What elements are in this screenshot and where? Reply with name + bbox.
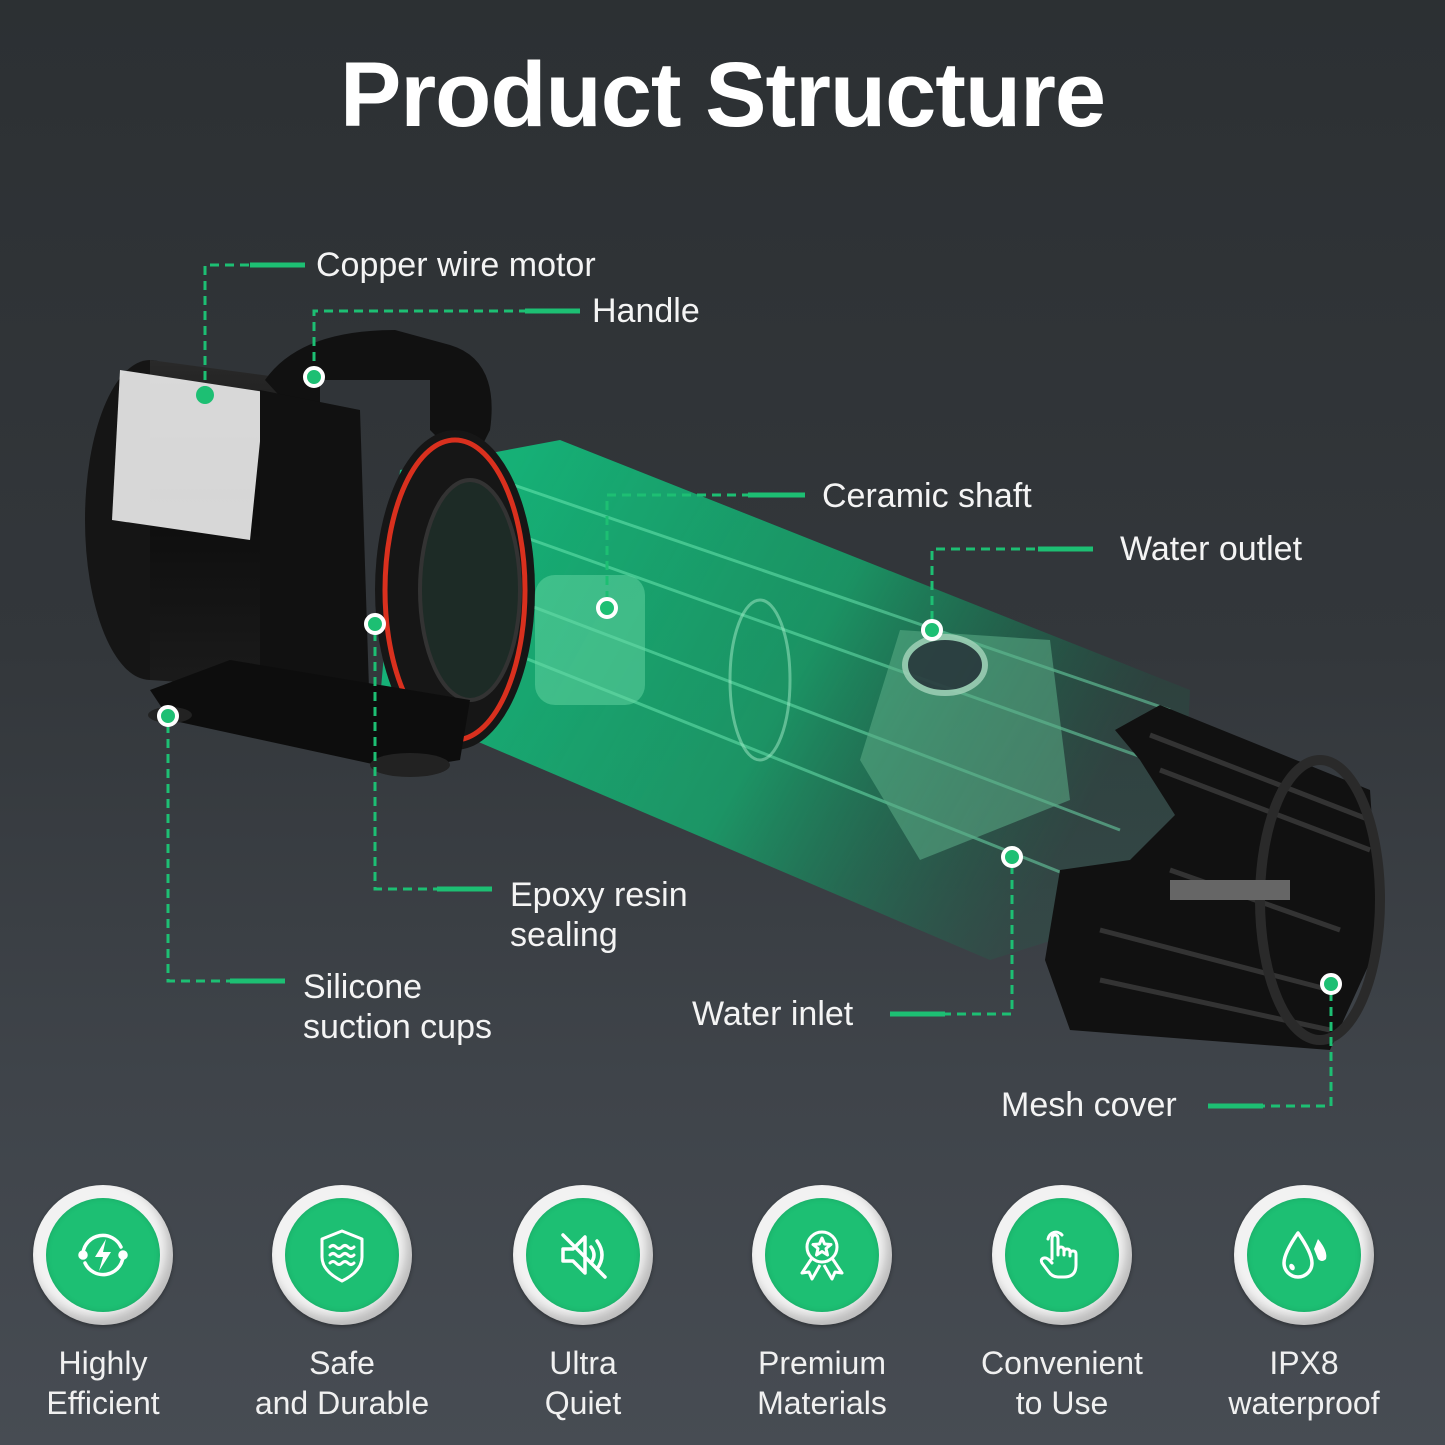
feature-label-line2: Materials	[757, 1385, 887, 1421]
product-diagram: Copper wire motor Handle Ceramic shaft W…	[85, 246, 1385, 1124]
feature-label-line1: IPX8	[1269, 1345, 1339, 1381]
feature-label-line2: Quiet	[544, 1385, 622, 1421]
feature-badge	[752, 1185, 892, 1325]
callout-handle: Handle	[592, 292, 700, 330]
feature-label-line2: waterproof	[1228, 1385, 1380, 1421]
feature-label-line2: to Use	[1015, 1385, 1109, 1421]
callout-water-outlet: Water outlet	[1120, 530, 1303, 568]
callout-silicone-suction-cups: Silicone suction cups	[303, 967, 492, 1047]
lightning-cycle-icon	[78, 1233, 128, 1277]
touch-hand-icon	[1039, 1230, 1078, 1279]
feature-badge	[1234, 1185, 1374, 1325]
callout-dots	[157, 366, 1342, 995]
water-drop-icon	[1282, 1231, 1327, 1279]
callout-silicone-line2: suction cups	[303, 1008, 492, 1046]
callout-silicone-line1: Silicone	[303, 968, 423, 1006]
feature-convenient-to-use: Convenient to Use	[942, 1185, 1182, 1423]
callout-mesh-cover: Mesh cover	[1001, 1086, 1177, 1124]
feature-label-line1: Convenient	[981, 1345, 1143, 1381]
page-title: Product Structure	[339, 44, 1106, 146]
callout-water-inlet: Water inlet	[692, 995, 854, 1033]
feature-safe-and-durable: Safe and Durable	[222, 1185, 462, 1423]
callout-epoxy-line1: Epoxy resin	[510, 876, 688, 914]
award-ribbon-icon	[800, 1230, 844, 1281]
feature-label-line1: Safe	[309, 1345, 375, 1381]
muted-speaker-icon	[561, 1233, 607, 1279]
feature-ipx8-waterproof: IPX8 waterproof	[1184, 1185, 1424, 1423]
motor-body	[85, 330, 535, 777]
callout-ceramic-shaft: Ceramic shaft	[822, 477, 1032, 515]
callout-epoxy-line2: sealing	[510, 916, 618, 954]
feature-label-line1: Ultra	[549, 1345, 617, 1381]
feature-badge	[513, 1185, 653, 1325]
callout-lines	[166, 262, 1333, 1109]
water-shield-icon	[320, 1229, 364, 1283]
feature-label-line1: Highly	[58, 1345, 148, 1381]
feature-label-line2: Efficient	[46, 1385, 160, 1421]
mesh-cover-part	[1045, 705, 1385, 1050]
callout-copper-wire-motor: Copper wire motor	[316, 246, 596, 284]
feature-badge	[992, 1185, 1132, 1325]
feature-label-line1: Premium	[757, 1345, 886, 1381]
feature-label-line2: and Durable	[254, 1385, 430, 1421]
feature-badge	[33, 1185, 173, 1325]
callout-epoxy-resin-sealing: Epoxy resin sealing	[510, 875, 688, 955]
pump-illustration	[85, 262, 1385, 1109]
feature-badge	[272, 1185, 412, 1325]
